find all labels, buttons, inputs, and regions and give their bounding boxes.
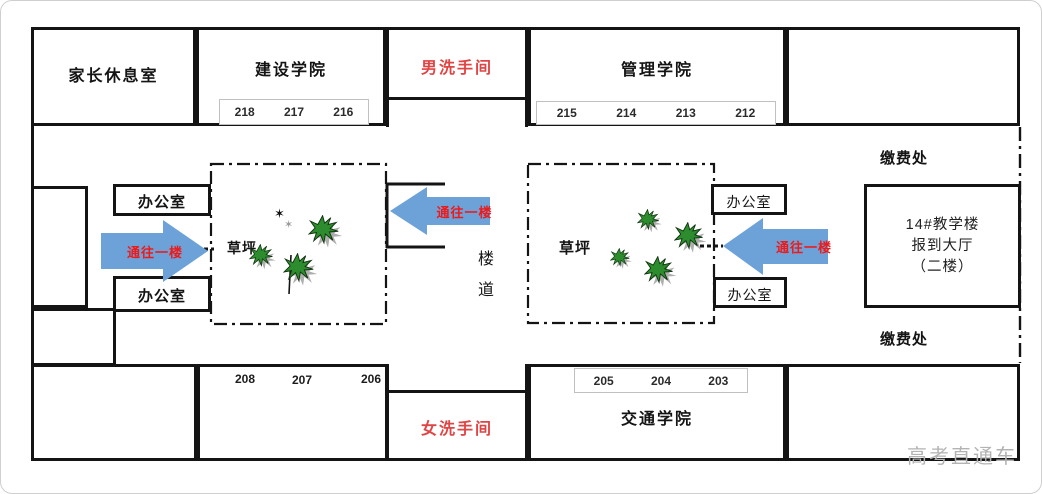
room-registration-hall: 14#教学楼 报到大厅 （二楼） <box>864 184 1021 308</box>
corridor-wall-stub <box>386 100 389 127</box>
management-college-label: 管理学院 <box>620 62 693 79</box>
room-family-lounge: 家长休息室 <box>31 27 196 126</box>
room-office-left-top: 办公室 <box>113 184 211 216</box>
lawn-right-label: 草坪 <box>559 240 592 257</box>
construction-room-numbers: 218 217 216 <box>219 99 369 125</box>
star-icon: ✶ <box>284 219 294 231</box>
hall-line-3: （二楼） <box>911 258 974 275</box>
arrow-label: 通往一楼 <box>436 204 493 220</box>
corridor-wall-stub <box>525 100 528 127</box>
corridor-char: 楼 <box>477 251 494 268</box>
corridor-wall-stub <box>386 364 389 391</box>
arrow-to-first-floor-west: 通往一楼 <box>101 220 209 282</box>
room-number: 218 <box>234 105 255 119</box>
arrow-shape <box>390 187 490 235</box>
corridor-char: 道 <box>477 282 494 299</box>
management-room-numbers: 215 214 213 212 <box>536 101 776 125</box>
grass-icon <box>308 215 343 249</box>
grass-icon <box>637 209 663 233</box>
room-office-left-bottom: 办公室 <box>113 276 211 312</box>
corridor-wall-stub <box>525 364 528 391</box>
womens-restroom-label: 女洗手间 <box>420 421 493 438</box>
grass-icon <box>674 222 707 254</box>
office-label: 办公室 <box>726 194 772 210</box>
room-number: 206 <box>361 372 382 386</box>
arrow-to-first-floor-center: 通往一楼 <box>390 187 492 235</box>
room-left-small-1 <box>31 186 88 308</box>
office-label: 办公室 <box>727 287 773 303</box>
room-number: 217 <box>283 105 304 119</box>
corridor-label: 楼 道 <box>477 244 495 306</box>
registration-hall-text: 14#教学楼 报到大厅 （二楼） <box>867 187 1018 305</box>
construction-college-label: 建设学院 <box>254 62 327 79</box>
office-label: 办公室 <box>137 288 186 305</box>
room-office-right-top: 办公室 <box>711 184 787 215</box>
watermark: 高考直通车 <box>907 446 1017 468</box>
room-left-small-2 <box>31 308 116 366</box>
room-number: 205 <box>593 373 614 388</box>
room-number: 216 <box>333 105 354 119</box>
grass-icon <box>644 256 677 288</box>
payment-office-bottom-label: 缴费处 <box>879 331 928 348</box>
grass-icon <box>283 253 318 287</box>
transport-room-numbers: 205 204 203 <box>574 368 748 393</box>
grass-icon <box>249 244 277 270</box>
grass-icon <box>610 248 633 270</box>
room-south-wing <box>197 364 388 461</box>
transport-college-label: 交通学院 <box>620 411 693 428</box>
office-label: 办公室 <box>137 194 186 211</box>
room-number: 215 <box>556 106 577 120</box>
room-number: 204 <box>650 373 671 388</box>
arrow-shape <box>723 218 828 275</box>
room-womens-restroom: 女洗手间 <box>386 390 528 461</box>
arrow-shape <box>101 220 208 282</box>
hall-line-1: 14#教学楼 <box>905 216 980 233</box>
room-number: 214 <box>616 106 637 120</box>
payment-office-top-label: 缴费处 <box>879 150 928 167</box>
room-mens-restroom: 男洗手间 <box>386 27 528 100</box>
room-number: 208 <box>235 372 256 386</box>
room-number: 203 <box>708 373 729 388</box>
room-bottom-right-empty <box>786 364 1020 461</box>
room-office-right-bottom: 办公室 <box>713 277 787 308</box>
arrow-label: 通往一楼 <box>775 240 832 255</box>
arrow-label: 通往一楼 <box>126 244 183 260</box>
room-number: 213 <box>675 106 696 120</box>
arrow-to-first-floor-east: 通往一楼 <box>723 218 831 275</box>
hall-line-2: 报到大厅 <box>911 237 974 254</box>
room-top-right-empty <box>786 27 1020 126</box>
room-number: 212 <box>735 106 756 120</box>
mens-restroom-label: 男洗手间 <box>420 60 493 77</box>
family-lounge-label: 家长休息室 <box>68 68 159 85</box>
room-bottom-left-empty <box>31 364 197 461</box>
room-number: 207 <box>292 373 313 387</box>
